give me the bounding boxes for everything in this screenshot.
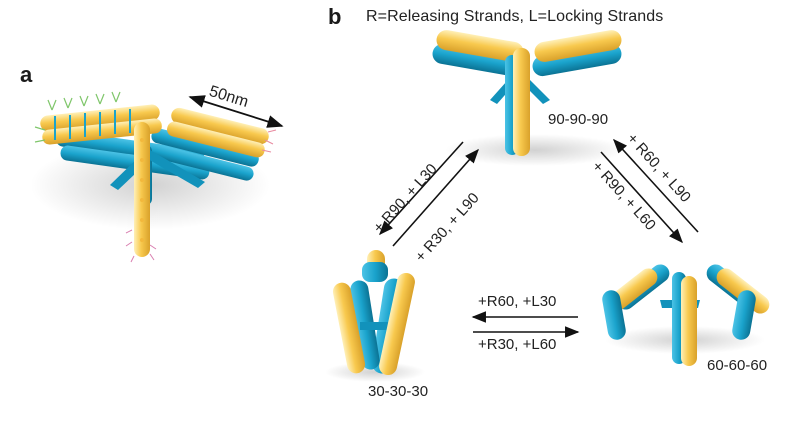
- transition-label-right-to-left: +R60, +L30: [478, 293, 557, 310]
- arrow-right-to-top: [613, 138, 699, 233]
- arrow-top-to-right: [600, 151, 683, 244]
- transition-label-left-to-right: +R30, +L60: [478, 336, 557, 353]
- state-30-graphic: [325, 250, 425, 382]
- arrow-left-to-top: [392, 148, 479, 247]
- dimension-arrow-50nm: [188, 95, 284, 128]
- state-label-30-30-30: 30-30-30: [368, 383, 429, 400]
- panel-a-structure: [30, 91, 284, 263]
- state-label-60-60-60: 60-60-60: [707, 357, 768, 374]
- panel-a-label: a: [20, 62, 33, 87]
- legend-text: R=Releasing Strands, L=Locking Strands: [366, 8, 664, 25]
- state-label-90-90-90: 90-90-90: [548, 111, 609, 128]
- state-60-graphic: [602, 264, 770, 366]
- panel-b-label: b: [328, 4, 342, 29]
- state-90-graphic: [432, 30, 625, 166]
- panel-a-yellow-bundle-front: [125, 122, 157, 263]
- panel-a-yellow-bundle-left: [34, 91, 162, 145]
- transition-arrows: [379, 138, 699, 338]
- arrow-top-to-left: [379, 141, 464, 236]
